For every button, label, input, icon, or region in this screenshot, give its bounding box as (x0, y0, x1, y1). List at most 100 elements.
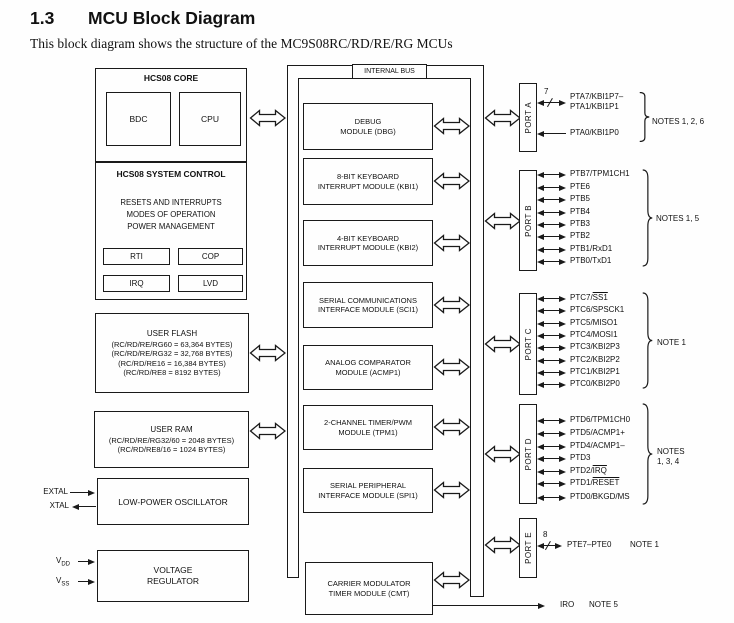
pin-arrowhead (559, 233, 566, 240)
pin-arrowhead (559, 430, 566, 437)
hcs08-core-title: HCS08 CORE (143, 73, 199, 83)
flash-bus-arrow (249, 344, 286, 362)
pin-arrowhead (537, 184, 544, 191)
pin-label: PTD1/RESET (570, 478, 620, 487)
rti-box: RTI (103, 248, 170, 265)
pin-arrowhead (559, 320, 566, 327)
port-a-label: PORT A (523, 101, 533, 134)
note-brace (642, 292, 653, 389)
pin-arrowhead (559, 171, 566, 178)
oscillator-label: LOW-POWER OSCILLATOR (118, 496, 228, 507)
pin-line (543, 323, 560, 325)
pin-line (543, 360, 560, 362)
pin-label: PTB2 (570, 231, 591, 240)
user-ram-title: USER RAM (150, 424, 193, 434)
bdc-label: BDC (129, 114, 148, 124)
pin-arrowhead (559, 344, 566, 351)
port-e-note: NOTE 1 (630, 540, 659, 549)
pin-line (543, 236, 560, 238)
pin-arrowhead (559, 417, 566, 424)
note-brace (642, 403, 653, 505)
pin-arrowhead (559, 209, 566, 216)
iro-arrowhead (538, 602, 545, 609)
flash-size-rg60: (RC/RD/RE/RG60 = 63,364 BYTES) (111, 339, 233, 349)
pin-line (543, 384, 560, 386)
pin-arrowhead (559, 480, 566, 487)
vss-line (78, 581, 89, 583)
pin-arrowhead (537, 443, 544, 450)
pin-arrowhead (537, 99, 544, 106)
port-b-box: PORT B (519, 170, 537, 271)
pin-arrowhead (537, 295, 544, 302)
pin-arrowhead (537, 221, 544, 228)
port-b-note: NOTES 1, 5 (656, 214, 700, 223)
pin-arrowhead (559, 455, 566, 462)
pin-label: PTD3 (570, 453, 591, 462)
page-subtitle: This block diagram shows the structure o… (30, 36, 453, 51)
vss-arrowhead (88, 578, 95, 585)
pin-line (543, 471, 560, 473)
porte-bus-arrow (484, 536, 521, 554)
system-control-lines: RESETS AND INTERRUPTS MODES OF OPERATION… (96, 197, 246, 233)
modes-of-operation-label: MODES OF OPERATION (126, 210, 216, 219)
xtal-line (79, 506, 96, 508)
lvd-label: LVD (203, 279, 218, 288)
portd-bus-arrow (484, 445, 521, 463)
cop-box: COP (178, 248, 243, 265)
pin-line (543, 249, 560, 251)
pin-line (543, 372, 560, 374)
iro-line (433, 605, 539, 607)
oscillator-box: LOW-POWER OSCILLATOR (97, 478, 249, 525)
pin-arrowhead (537, 357, 544, 364)
pin-label: PTD4/ACMP1– (570, 441, 625, 450)
port-a-box: PORT A (519, 83, 537, 152)
section-number: 1.3 (30, 8, 55, 28)
pin-line (543, 433, 560, 435)
porta-bus-arrow (484, 109, 521, 127)
port-c-note: NOTE 1 (657, 338, 686, 347)
vss-pin-label: VSS (56, 576, 70, 588)
pin-line (543, 497, 560, 499)
pin-arrowhead (537, 494, 544, 501)
pin-label: PTB5 (570, 194, 591, 203)
resets-interrupts-label: RESETS AND INTERRUPTS (120, 198, 222, 207)
pin-line (543, 102, 560, 104)
dbg-bus-arrow (433, 117, 470, 135)
bus-wall-inner-left (298, 78, 300, 577)
spi1-bus-arrow (433, 481, 470, 499)
voltage-label: VOLTAGE (153, 565, 193, 575)
lvd-box: LVD (178, 275, 243, 292)
kbi1-bus-arrow (433, 172, 470, 190)
extal-pin-label: EXTAL (43, 487, 68, 496)
regulator-label: REGULATOR (146, 576, 200, 586)
bus-wall-inner-right (470, 78, 472, 597)
pin-arrowhead (559, 196, 566, 203)
pin-line (543, 420, 560, 422)
pin-label: PTD0/BKGD/MS (570, 492, 630, 501)
pin-line (543, 483, 560, 485)
pin-line (543, 347, 560, 349)
ram-size-2048: (RC/RD/RE/RG32/60 = 2048 BYTES) (108, 435, 235, 445)
pin-label: PTB7/TPM1CH1 (570, 169, 630, 178)
pin-arrowhead (559, 369, 566, 376)
pin-label: PTC6/SPSCK1 (570, 305, 625, 314)
pin-label: PTB3 (570, 219, 591, 228)
port-c-label: PORT C (523, 327, 533, 361)
pin-line (543, 187, 560, 189)
bus-bottom-left-cap (287, 577, 299, 579)
pin-arrowhead (559, 258, 566, 265)
pin-arrowhead (537, 130, 544, 137)
bus-bottom-right-cap (470, 596, 484, 598)
pin-label: PTB0/TxD1 (570, 256, 612, 265)
cpu-box: CPU (179, 92, 241, 146)
irq-box: IRQ (103, 275, 170, 292)
pin-label: PTC1/KBI2P1 (570, 367, 620, 376)
pin-arrowhead (537, 171, 544, 178)
power-management-label: POWER MANAGEMENT (127, 222, 215, 231)
iro-note: NOTE 5 (589, 600, 618, 609)
extal-line (70, 492, 89, 494)
